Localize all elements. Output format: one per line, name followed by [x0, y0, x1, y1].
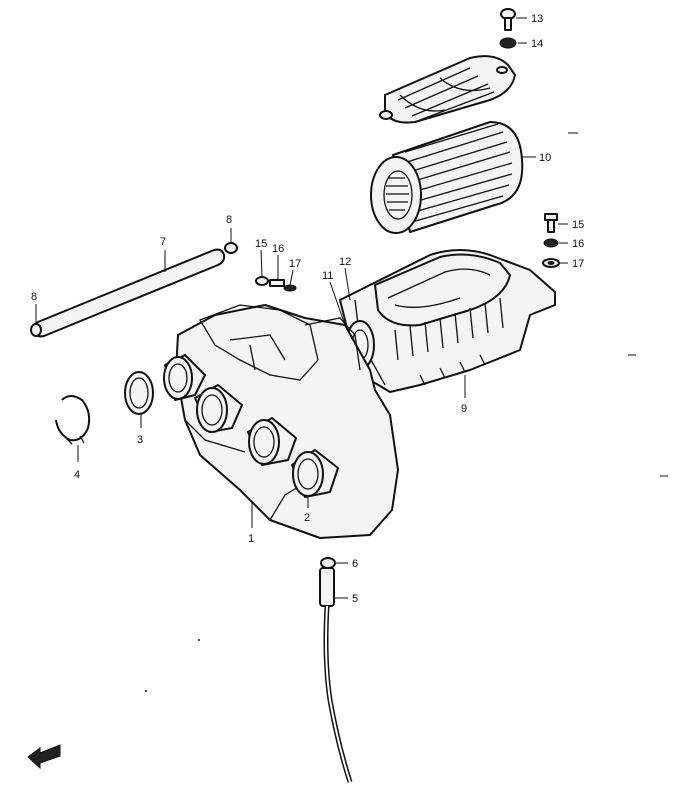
bolt-15-right: 15	[544, 213, 584, 233]
gasket-12: 12	[339, 256, 351, 301]
callout-15-right: 15	[572, 219, 584, 231]
callout-13: 13	[531, 13, 543, 25]
washer-17-middle: 17	[283, 258, 301, 292]
end-cap-8-left: 8	[30, 291, 42, 337]
washer-14: 14	[499, 37, 543, 50]
callout-8-right: 8	[226, 214, 232, 226]
callout-9: 9	[461, 403, 467, 415]
front-direction-arrow-icon	[27, 744, 61, 770]
washer-16-right: 16	[543, 238, 584, 250]
callout-12: 12	[339, 256, 351, 268]
intake-boots-2: 2	[163, 354, 339, 524]
filter-cover	[379, 55, 516, 124]
callout-4: 4	[74, 469, 80, 481]
callout-14: 14	[531, 38, 543, 50]
clamp-ring-3: 3	[124, 371, 154, 446]
callout-11: 11	[322, 270, 333, 282]
callout-6: 6	[352, 558, 358, 570]
rod-7: 7	[32, 236, 226, 338]
filter-element-10: 10	[370, 121, 551, 234]
callout-3: 3	[137, 434, 143, 446]
callout-7: 7	[160, 236, 166, 248]
callout-10: 10	[539, 152, 551, 164]
callout-8-left: 8	[31, 291, 37, 303]
washer-17-right: 17	[542, 258, 584, 270]
screw-13: 13	[500, 8, 543, 31]
callout-15-middle: 15	[255, 238, 267, 250]
end-cap-8-right: 8	[224, 214, 238, 254]
bolt-15-middle: 15	[255, 238, 269, 286]
callout-1: 1	[248, 533, 254, 545]
callout-16-right: 16	[572, 238, 584, 250]
scan-marks	[145, 132, 668, 692]
washer-16-middle: 16	[269, 243, 285, 287]
hose-clip-4: 4	[55, 395, 91, 481]
callout-16-middle: 16	[272, 243, 284, 255]
callout-17-right: 17	[572, 258, 584, 270]
callout-2: 2	[304, 512, 310, 524]
callout-17-middle: 17	[289, 258, 301, 270]
drain-hose-5: 5	[319, 567, 358, 783]
air-cleaner-case-1: 1	[175, 304, 399, 545]
filter-housing-9: 9	[339, 249, 556, 415]
callout-5: 5	[352, 593, 358, 605]
